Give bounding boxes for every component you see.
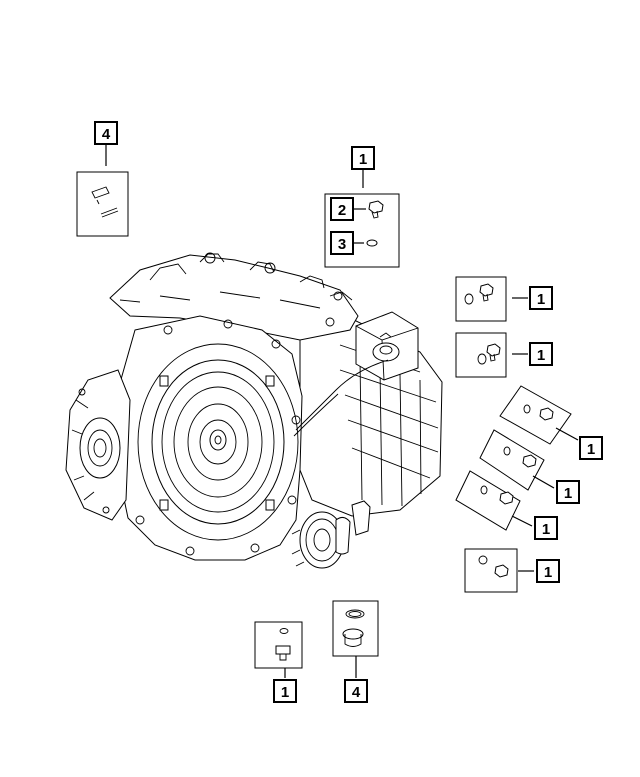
callout-right-e[interactable]: 1 [534, 516, 558, 540]
callout-right-b[interactable]: 1 [529, 342, 553, 366]
callout-bottom-4[interactable]: 4 [344, 679, 368, 703]
plug-kit-right-f [464, 548, 518, 593]
svg-text:2: 2 [338, 202, 346, 219]
plug-kit-right-b [455, 332, 507, 378]
o-ring-icon [366, 239, 378, 247]
svg-text:4: 4 [352, 684, 361, 701]
svg-text:1: 1 [359, 151, 367, 168]
transmission-assembly [65, 252, 443, 569]
callout-top-center-1[interactable]: 1 [351, 146, 375, 170]
plug-kit-bottom-1 [254, 621, 303, 669]
svg-text:1: 1 [587, 441, 595, 458]
callout-top-left-4[interactable]: 4 [94, 121, 118, 145]
plug-kit-right-e [455, 470, 521, 531]
plug-kit-right-c [499, 385, 572, 445]
callout-kit-2[interactable]: 2 [330, 197, 354, 221]
svg-text:1: 1 [544, 564, 552, 581]
callout-kit-3[interactable]: 3 [330, 231, 354, 255]
plug-kit-bottom-4 [332, 600, 379, 657]
callout-right-a[interactable]: 1 [529, 286, 553, 310]
svg-text:1: 1 [537, 291, 545, 308]
svg-text:3: 3 [338, 236, 346, 253]
svg-text:1: 1 [564, 485, 572, 502]
plug-kit-right-d [479, 429, 545, 491]
callout-bottom-1[interactable]: 1 [273, 679, 297, 703]
seal-kit-box [76, 171, 129, 237]
callout-right-c[interactable]: 1 [579, 436, 603, 460]
svg-text:1: 1 [537, 347, 545, 364]
svg-text:1: 1 [542, 521, 550, 538]
svg-text:1: 1 [281, 684, 289, 701]
svg-text:4: 4 [102, 126, 111, 143]
callout-right-f[interactable]: 1 [536, 559, 560, 583]
plug-kit-right-a [455, 276, 507, 322]
plug-icon [368, 200, 384, 219]
callout-right-d[interactable]: 1 [556, 480, 580, 504]
plug-kit-box [324, 193, 400, 268]
